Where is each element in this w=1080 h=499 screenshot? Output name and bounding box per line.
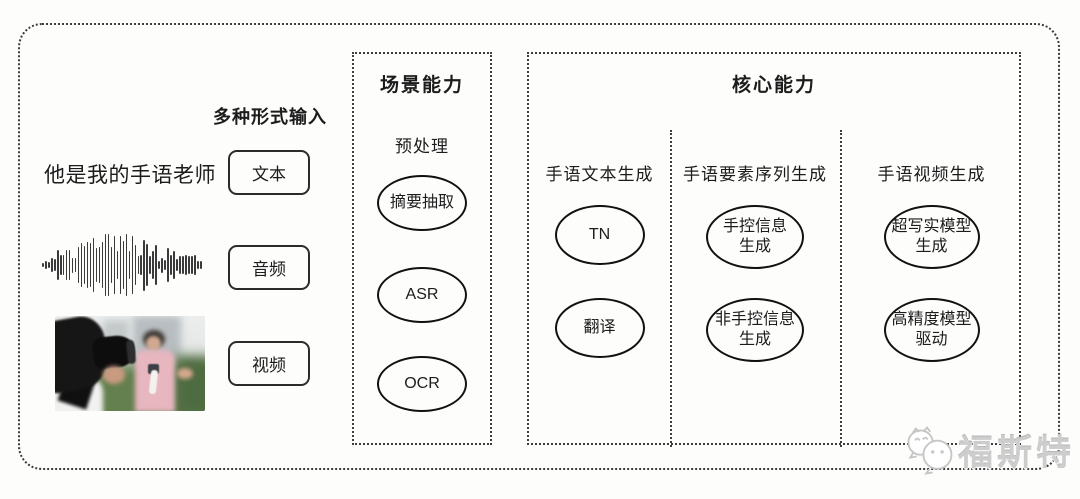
input-type-box-text: 文本 <box>228 150 310 195</box>
waveform-bar <box>80 242 83 288</box>
input-type-box-video: 视频 <box>228 341 310 386</box>
waveform-bar <box>113 235 116 295</box>
column-divider <box>840 130 842 447</box>
column-header: 手语视频生成 <box>877 165 986 184</box>
waveform-bar <box>167 248 169 282</box>
core-capability-box: 核心能力 手语文本生成 TN 翻译 手语要素序列生成 手控信息 生成 非手控信息… <box>527 52 1023 447</box>
waveform-bar <box>200 261 202 269</box>
preprocess-label: 预处理 <box>395 137 449 156</box>
waveform-bar <box>152 251 155 279</box>
waveform-bar <box>173 250 175 280</box>
waveform-bar <box>149 255 152 275</box>
column-divider <box>670 130 672 447</box>
waveform-bar <box>47 261 50 269</box>
waveform-bar <box>137 255 140 275</box>
waveform-bar <box>170 255 172 275</box>
waveform-bar <box>116 250 119 280</box>
waveform-bar <box>164 259 166 271</box>
waveform-bar <box>155 245 157 285</box>
waveform-bar <box>65 249 68 281</box>
sample-sentence-text: 他是我的手语老师 <box>44 164 216 187</box>
waveform-bar <box>131 235 134 295</box>
waveform-bar <box>89 243 92 287</box>
waveform-bar <box>125 233 128 297</box>
column-sign-text-generation: 手语文本生成 TN 翻译 <box>529 54 670 443</box>
waveform-bar <box>56 250 59 280</box>
waveform-bar <box>107 234 110 296</box>
input-type-box-audio: 音频 <box>228 245 310 290</box>
waveform-bar <box>176 258 178 272</box>
waveform-bar <box>161 257 163 273</box>
waveform-bar <box>194 254 196 276</box>
waveform-bar <box>182 256 184 274</box>
waveform-bar <box>104 234 107 296</box>
waveform-bar <box>143 239 146 291</box>
waveform-bar <box>158 260 160 270</box>
watermark-brand-text: 福斯特 <box>958 434 1076 473</box>
waveform-bar <box>122 240 125 290</box>
node-high-precision-model-driving: 高精度模型 驱动 <box>883 298 980 362</box>
waveform-bar <box>86 242 89 288</box>
waveform-bar <box>42 262 44 268</box>
node-asr: ASR <box>377 267 467 323</box>
waveform-bar <box>188 255 190 275</box>
waveform-bar <box>92 238 95 292</box>
waveform-bar <box>134 245 137 285</box>
node-manual-info-generation: 手控信息 生成 <box>706 205 804 269</box>
waveform-bar <box>50 258 53 272</box>
thumb-reporter-face <box>146 336 161 351</box>
scene-capability-title: 场景能力 <box>379 75 464 96</box>
waveform-bar <box>101 241 104 289</box>
waveform-bar <box>179 256 181 274</box>
waveform-bar <box>191 255 193 275</box>
waveform-bar <box>83 245 86 285</box>
waveform-bar <box>59 254 62 276</box>
audio-waveform-graphic <box>42 232 206 298</box>
scene-capability-box: 场景能力 预处理 摘要抽取 ASR OCR <box>352 52 492 445</box>
watermark: 福斯特 <box>900 425 1075 476</box>
column-header: 手语要素序列生成 <box>683 165 827 184</box>
node-translation: 翻译 <box>554 298 645 358</box>
waveform-bar <box>98 247 101 283</box>
waveform-bar <box>53 258 56 272</box>
waveform-bar <box>197 261 199 269</box>
column-sign-video-generation: 手语视频生成 超写实模型 生成 高精度模型 驱动 <box>840 54 1023 443</box>
mascot-bubbles-icon <box>907 425 953 475</box>
core-capability-title: 核心能力 <box>731 75 816 96</box>
waveform-bar <box>44 261 47 269</box>
waveform-bar <box>110 247 113 283</box>
column-sign-element-sequence-generation: 手语要素序列生成 手控信息 生成 非手控信息 生成 <box>670 54 840 443</box>
waveform-bar <box>71 257 74 273</box>
node-ocr: OCR <box>377 356 467 412</box>
node-hyperrealistic-model-generation: 超写实模型 生成 <box>883 205 980 269</box>
waveform-bar <box>185 254 187 276</box>
video-thumbnail <box>55 316 205 411</box>
waveform-bar <box>68 249 71 281</box>
input-section-heading: 多种形式输入 <box>213 107 327 127</box>
waveform-bar <box>128 251 131 279</box>
waveform-bar <box>77 246 80 284</box>
outer-dotted-border <box>18 23 1060 470</box>
node-tn: TN <box>554 205 645 265</box>
thumb-microphone-flag <box>148 364 159 374</box>
node-non-manual-info-generation: 非手控信息 生成 <box>706 298 804 362</box>
thumb-cameraman-hand <box>103 366 125 384</box>
waveform-bar <box>95 248 98 282</box>
thumb-greenery-shape <box>175 356 205 411</box>
waveform-bar <box>140 255 143 275</box>
node-summary-extraction: 摘要抽取 <box>377 175 467 231</box>
thumb-reporter-hand <box>177 368 193 379</box>
column-header: 手语文本生成 <box>545 165 654 184</box>
waveform-bar <box>146 243 149 287</box>
waveform-bar <box>119 235 122 295</box>
waveform-bar <box>62 255 65 275</box>
waveform-bar <box>74 257 77 273</box>
